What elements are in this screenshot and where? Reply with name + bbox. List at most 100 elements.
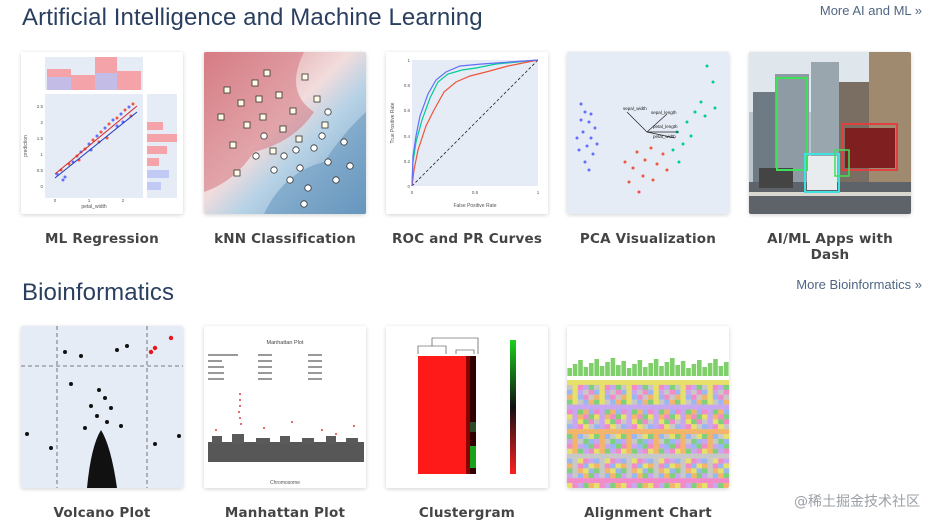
alignment-cell: [680, 478, 686, 484]
alignment-cell: [653, 399, 659, 405]
alignment-cell: [604, 463, 611, 469]
pca-visualization-thumbnail[interactable]: sepal_width sepal_length petal_length pe…: [567, 52, 729, 214]
alignment-cell: [685, 380, 692, 386]
alignment-cell: [604, 380, 611, 386]
alignment-cell: [707, 414, 713, 420]
alignment-cell: [572, 414, 578, 420]
alignment-cell: [669, 478, 676, 484]
card-label-volcano-plot[interactable]: Volcano Plot: [53, 505, 151, 521]
roc-pr-curves-thumbnail[interactable]: False Positive Rate True Positive Rate 1…: [386, 52, 548, 214]
alignment-cell: [658, 478, 665, 484]
card-label-knn-classification[interactable]: kNN Classification: [214, 231, 356, 247]
alignment-cell: [696, 404, 703, 410]
alignment-cell: [588, 414, 595, 420]
alignment-cell: [588, 419, 595, 425]
alignment-cell: [664, 424, 670, 430]
alignment-cell: [615, 434, 622, 440]
alignment-cell: [567, 434, 573, 440]
alignment-cell: [604, 414, 611, 420]
alignment-cell: [718, 458, 724, 464]
alignment-cell: [648, 463, 654, 469]
card-label-pca-visualization[interactable]: PCA Visualization: [579, 231, 717, 247]
card-label-roc-pr-curves[interactable]: ROC and PR Curves: [391, 231, 543, 247]
manhattan-plot-thumbnail[interactable]: Manhattan Plot Chro: [204, 326, 366, 488]
alignment-cell: [680, 463, 686, 469]
alignment-cell: [637, 414, 643, 420]
more-bioinformatics-link[interactable]: More Bioinformatics »: [796, 277, 922, 292]
alignment-cell: [642, 468, 649, 474]
knn-classification-thumbnail[interactable]: [204, 52, 366, 214]
alignment-cell: [712, 473, 719, 479]
alignment-cell: [691, 394, 697, 400]
alignment-cell: [707, 399, 713, 405]
card-label-manhattan-plot[interactable]: Manhattan Plot: [224, 505, 346, 521]
alignment-cell: [567, 414, 573, 420]
alignment-cell: [642, 404, 649, 410]
alignment-cell: [588, 443, 595, 449]
alignment-cell: [599, 463, 605, 469]
alignment-conservation-bar: [697, 360, 702, 376]
alignment-cell: [712, 399, 719, 405]
alignment-cell: [712, 380, 719, 386]
alignment-cell: [588, 478, 595, 484]
alignment-cell: [680, 458, 686, 464]
alignment-cell: [675, 380, 681, 386]
alignment-cell: [664, 473, 670, 479]
alignment-cell: [594, 399, 600, 405]
card-label-ml-regression[interactable]: ML Regression: [45, 231, 159, 247]
card-label-clustergram[interactable]: Clustergram: [418, 505, 516, 521]
card-alignment-chart[interactable]: Alignment Chart: [567, 326, 729, 521]
alignment-cell: [685, 389, 692, 395]
alignment-cell: [572, 429, 578, 435]
pca-label-petal-width: petal_width: [653, 134, 676, 139]
alignment-cell: [577, 389, 584, 395]
alignment-cell: [669, 394, 676, 400]
ml-regression-thumbnail[interactable]: petal_width prediction 2.5 2 1.5 1 0.5 0…: [21, 52, 183, 214]
alignment-cell: [642, 443, 649, 449]
card-volcano-plot[interactable]: Volcano Plot: [21, 326, 183, 521]
card-ai-ml-apps-dash[interactable]: AI/ML Apps with Dash: [749, 52, 911, 263]
card-roc-pr-curves[interactable]: False Positive Rate True Positive Rate 1…: [386, 52, 548, 247]
alignment-cell: [631, 419, 638, 425]
alignment-cell: [583, 384, 589, 391]
alignment-cell: [658, 434, 665, 440]
alignment-chart-thumbnail[interactable]: [567, 326, 729, 488]
more-ai-ml-link[interactable]: More AI and ML »: [819, 3, 922, 18]
alignment-cell: [604, 384, 611, 391]
ai-ml-apps-dash-thumbnail[interactable]: [749, 52, 911, 214]
alignment-cell: [691, 463, 697, 469]
regression-points: [55, 102, 135, 182]
alignment-cell: [675, 468, 681, 474]
alignment-cell: [723, 458, 729, 464]
alignment-cell: [664, 419, 670, 425]
alignment-cell: [648, 448, 654, 454]
card-manhattan-plot[interactable]: Manhattan Plot Chro: [204, 326, 366, 521]
alignment-cell: [680, 468, 686, 474]
card-ml-regression[interactable]: petal_width prediction 2.5 2 1.5 1 0.5 0…: [21, 52, 183, 247]
alignment-cell: [653, 389, 659, 395]
alignment-cell: [712, 404, 719, 410]
alignment-cell: [658, 389, 665, 395]
card-label-ai-ml-apps-dash[interactable]: AI/ML Apps with Dash: [767, 231, 893, 263]
card-label-alignment-chart[interactable]: Alignment Chart: [584, 505, 712, 521]
card-knn-classification[interactable]: kNN Classification: [204, 52, 366, 247]
volcano-plot-thumbnail[interactable]: [21, 326, 183, 488]
alignment-cell: [567, 453, 573, 459]
alignment-cell: [583, 453, 589, 459]
alignment-cell: [615, 394, 622, 400]
alignment-cell: [583, 458, 589, 464]
alignment-cell: [707, 404, 713, 410]
card-clustergram[interactable]: Clustergram: [386, 326, 548, 521]
section-title-ai-ml: Artificial Intelligence and Machine Lear…: [22, 4, 483, 31]
alignment-cell: [631, 434, 638, 440]
clustergram-thumbnail[interactable]: [386, 326, 548, 488]
alignment-cell: [691, 399, 697, 405]
alignment-cell: [691, 483, 697, 488]
alignment-cell: [610, 448, 616, 454]
card-pca-visualization[interactable]: sepal_width sepal_length petal_length pe…: [567, 52, 729, 247]
alignment-cell: [594, 473, 600, 479]
alignment-cell: [723, 419, 729, 425]
alignment-cell: [696, 394, 703, 400]
alignment-cell: [621, 399, 627, 405]
alignment-cell: [577, 483, 584, 488]
